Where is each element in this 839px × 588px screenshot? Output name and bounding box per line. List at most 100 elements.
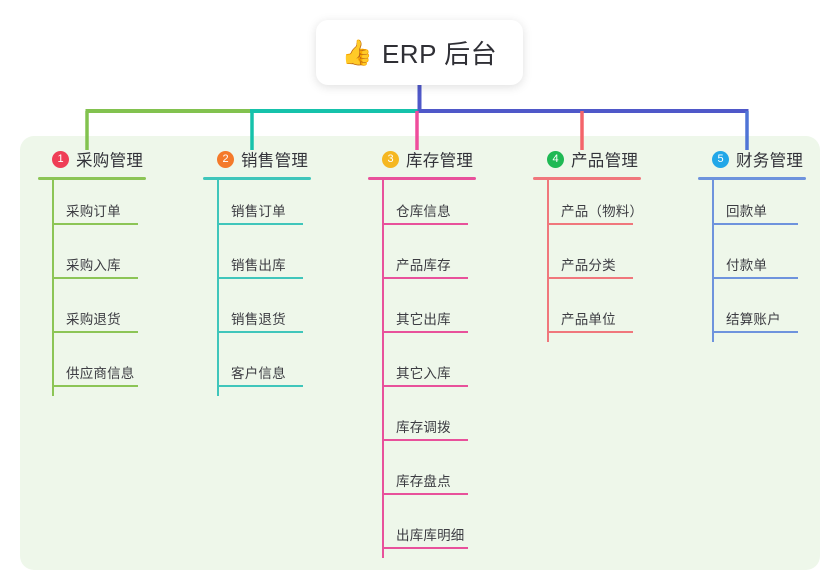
leaf-item-label: 销售订单 bbox=[231, 204, 286, 219]
branch-spine-4 bbox=[547, 180, 549, 342]
branch-column-1: 1 采购管理采购订单采购入库采购退货供应商信息 bbox=[38, 146, 146, 396]
leaf-item[interactable]: 库存调拨 bbox=[368, 396, 476, 450]
leaf-item-underline bbox=[217, 277, 303, 279]
leaf-item[interactable]: 结算账户 bbox=[698, 288, 806, 342]
leaf-item-underline bbox=[382, 277, 468, 279]
leaf-item[interactable]: 回款单 bbox=[698, 180, 806, 234]
branch-underline-1 bbox=[38, 177, 146, 180]
branch-column-5: 5 财务管理回款单付款单结算账户 bbox=[698, 146, 806, 342]
branch-title-5: 财务管理 bbox=[736, 152, 804, 170]
leaf-item[interactable]: 供应商信息 bbox=[38, 342, 146, 396]
branch-title-1: 采购管理 bbox=[76, 152, 144, 170]
branch-header-1[interactable]: 1 采购管理 bbox=[38, 146, 146, 172]
branch-underline-3 bbox=[368, 177, 476, 180]
branch-items-2: 销售订单销售出库销售退货客户信息 bbox=[203, 180, 311, 396]
leaf-item[interactable]: 产品库存 bbox=[368, 234, 476, 288]
leaf-item-label: 结算账户 bbox=[726, 312, 781, 327]
leaf-item-label: 产品分类 bbox=[561, 258, 616, 273]
leaf-item-label: 采购入库 bbox=[66, 258, 121, 273]
leaf-item[interactable]: 销售退货 bbox=[203, 288, 311, 342]
branch-header-2[interactable]: 2 销售管理 bbox=[203, 146, 311, 172]
leaf-item-label: 供应商信息 bbox=[66, 366, 135, 381]
leaf-item-underline bbox=[712, 223, 798, 225]
leaf-item-underline bbox=[712, 277, 798, 279]
leaf-item-label: 仓库信息 bbox=[396, 204, 451, 219]
leaf-item-underline bbox=[52, 385, 138, 387]
leaf-item[interactable]: 产品分类 bbox=[533, 234, 641, 288]
branch-column-2: 2 销售管理销售订单销售出库销售退货客户信息 bbox=[203, 146, 311, 396]
leaf-item-label: 产品单位 bbox=[561, 312, 616, 327]
leaf-item-underline bbox=[547, 277, 633, 279]
branch-badge-4: 4 bbox=[547, 150, 564, 168]
branch-spine-5 bbox=[712, 180, 714, 342]
branch-underline-4 bbox=[533, 177, 641, 180]
branch-title-3: 库存管理 bbox=[406, 152, 474, 170]
branch-underline-2 bbox=[203, 177, 311, 180]
branch-underline-5 bbox=[698, 177, 806, 180]
leaf-item-label: 销售退货 bbox=[231, 312, 286, 327]
branch-badge-2: 2 bbox=[217, 150, 234, 168]
leaf-item-label: 出库库明细 bbox=[396, 528, 465, 543]
leaf-item-label: 回款单 bbox=[726, 204, 768, 219]
leaf-item[interactable]: 销售订单 bbox=[203, 180, 311, 234]
root-node-card[interactable]: 👍 ERP 后台 bbox=[316, 20, 523, 85]
branch-badge-3: 3 bbox=[382, 150, 399, 168]
branch-items-3: 仓库信息产品库存其它出库其它入库库存调拨库存盘点出库库明细 bbox=[368, 180, 476, 558]
leaf-item-underline bbox=[52, 223, 138, 225]
leaf-item-underline bbox=[217, 331, 303, 333]
leaf-item-underline bbox=[382, 439, 468, 441]
leaf-item[interactable]: 产品单位 bbox=[533, 288, 641, 342]
leaf-item-label: 客户信息 bbox=[231, 366, 286, 381]
leaf-item-label: 其它入库 bbox=[396, 366, 451, 381]
branch-spine-2 bbox=[217, 180, 219, 396]
leaf-item[interactable]: 采购退货 bbox=[38, 288, 146, 342]
branch-title-4: 产品管理 bbox=[571, 152, 639, 170]
leaf-item-underline bbox=[382, 223, 468, 225]
branch-badge-1: 1 bbox=[52, 150, 69, 168]
leaf-item-label: 采购退货 bbox=[66, 312, 121, 327]
leaf-item-underline bbox=[547, 223, 633, 225]
leaf-item[interactable]: 库存盘点 bbox=[368, 450, 476, 504]
leaf-item-label: 产品（物料） bbox=[561, 204, 644, 219]
branch-header-3[interactable]: 3 库存管理 bbox=[368, 146, 476, 172]
root-node-content: 👍 ERP 后台 bbox=[342, 34, 497, 71]
branch-column-3: 3 库存管理仓库信息产品库存其它出库其它入库库存调拨库存盘点出库库明细 bbox=[368, 146, 476, 558]
leaf-item-label: 销售出库 bbox=[231, 258, 286, 273]
leaf-item[interactable]: 客户信息 bbox=[203, 342, 311, 396]
branch-items-4: 产品（物料） 产品分类产品单位 bbox=[533, 180, 644, 342]
leaf-item-underline bbox=[382, 493, 468, 495]
branch-items-5: 回款单付款单结算账户 bbox=[698, 180, 806, 342]
leaf-item-label: 付款单 bbox=[726, 258, 768, 273]
leaf-item-underline bbox=[52, 277, 138, 279]
leaf-item[interactable]: 产品（物料） bbox=[533, 180, 644, 234]
leaf-item[interactable]: 付款单 bbox=[698, 234, 806, 288]
branch-header-5[interactable]: 5 财务管理 bbox=[698, 146, 806, 172]
leaf-item-underline bbox=[547, 331, 633, 333]
leaf-item-label: 产品库存 bbox=[396, 258, 451, 273]
leaf-item-underline bbox=[52, 331, 138, 333]
leaf-item[interactable]: 其它出库 bbox=[368, 288, 476, 342]
leaf-item[interactable]: 采购入库 bbox=[38, 234, 146, 288]
leaf-item-underline bbox=[382, 331, 468, 333]
leaf-item-underline bbox=[217, 223, 303, 225]
leaf-item[interactable]: 仓库信息 bbox=[368, 180, 476, 234]
leaf-item[interactable]: 其它入库 bbox=[368, 342, 476, 396]
root-node-title: ERP 后台 bbox=[381, 39, 498, 69]
leaf-item[interactable]: 采购订单 bbox=[38, 180, 146, 234]
leaf-item-underline bbox=[712, 331, 798, 333]
leaf-item[interactable]: 销售出库 bbox=[203, 234, 311, 288]
branches-panel bbox=[20, 136, 820, 570]
leaf-item-underline bbox=[217, 385, 303, 387]
branch-header-4[interactable]: 4 产品管理 bbox=[533, 146, 641, 172]
leaf-item-label: 采购订单 bbox=[66, 204, 121, 219]
branch-spine-3 bbox=[382, 180, 384, 558]
branch-column-4: 4 产品管理产品（物料） 产品分类产品单位 bbox=[533, 146, 644, 342]
branch-items-1: 采购订单采购入库采购退货供应商信息 bbox=[38, 180, 146, 396]
leaf-item-label: 库存调拨 bbox=[396, 420, 451, 435]
branch-spine-1 bbox=[52, 180, 54, 396]
branch-title-2: 销售管理 bbox=[241, 152, 309, 170]
branch-badge-5: 5 bbox=[712, 150, 729, 168]
leaf-item[interactable]: 出库库明细 bbox=[368, 504, 476, 558]
